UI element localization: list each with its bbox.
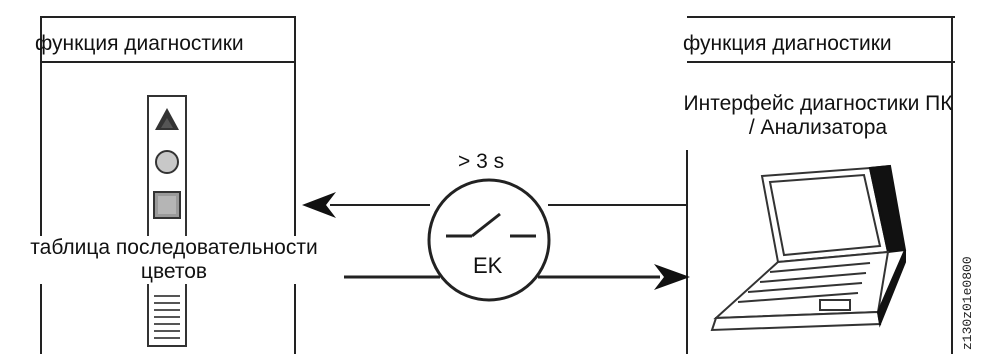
- color-table-label-line2: цветов: [140, 260, 208, 283]
- figure-code: z130z01e0800: [960, 256, 975, 350]
- left-panel-frame: [40, 16, 296, 354]
- table-text-lines-icon: [154, 295, 180, 339]
- interface-label: Интерфейс диагностики ПК / Анализатора: [668, 92, 968, 140]
- right-panel-title: функция диагностики: [683, 32, 892, 55]
- switch-ek-icon: [427, 178, 551, 302]
- right-panel-frame: [687, 16, 953, 354]
- left-panel-top-border: [40, 16, 296, 18]
- warning-triangle-icon: [155, 108, 179, 130]
- laptop-icon: [710, 164, 907, 332]
- arrow-to-right: [342, 264, 690, 290]
- timing-label: > 3 s: [458, 150, 505, 173]
- circle-lamp-icon: [155, 150, 179, 174]
- color-sequence-table: [147, 95, 187, 347]
- color-table-label: таблица последовательности цветов: [4, 236, 344, 284]
- arrow-to-left: [302, 192, 687, 218]
- square-lamp-icon: [153, 191, 181, 219]
- right-panel-top-border: [687, 16, 955, 18]
- switch-label: EK: [473, 253, 503, 278]
- interface-label-line2: / Анализатора: [748, 116, 888, 139]
- color-table-label-line1: таблица последовательности: [30, 236, 318, 259]
- interface-label-line1: Интерфейс диагностики ПК: [683, 92, 953, 115]
- left-panel-title: функция диагностики: [35, 32, 244, 55]
